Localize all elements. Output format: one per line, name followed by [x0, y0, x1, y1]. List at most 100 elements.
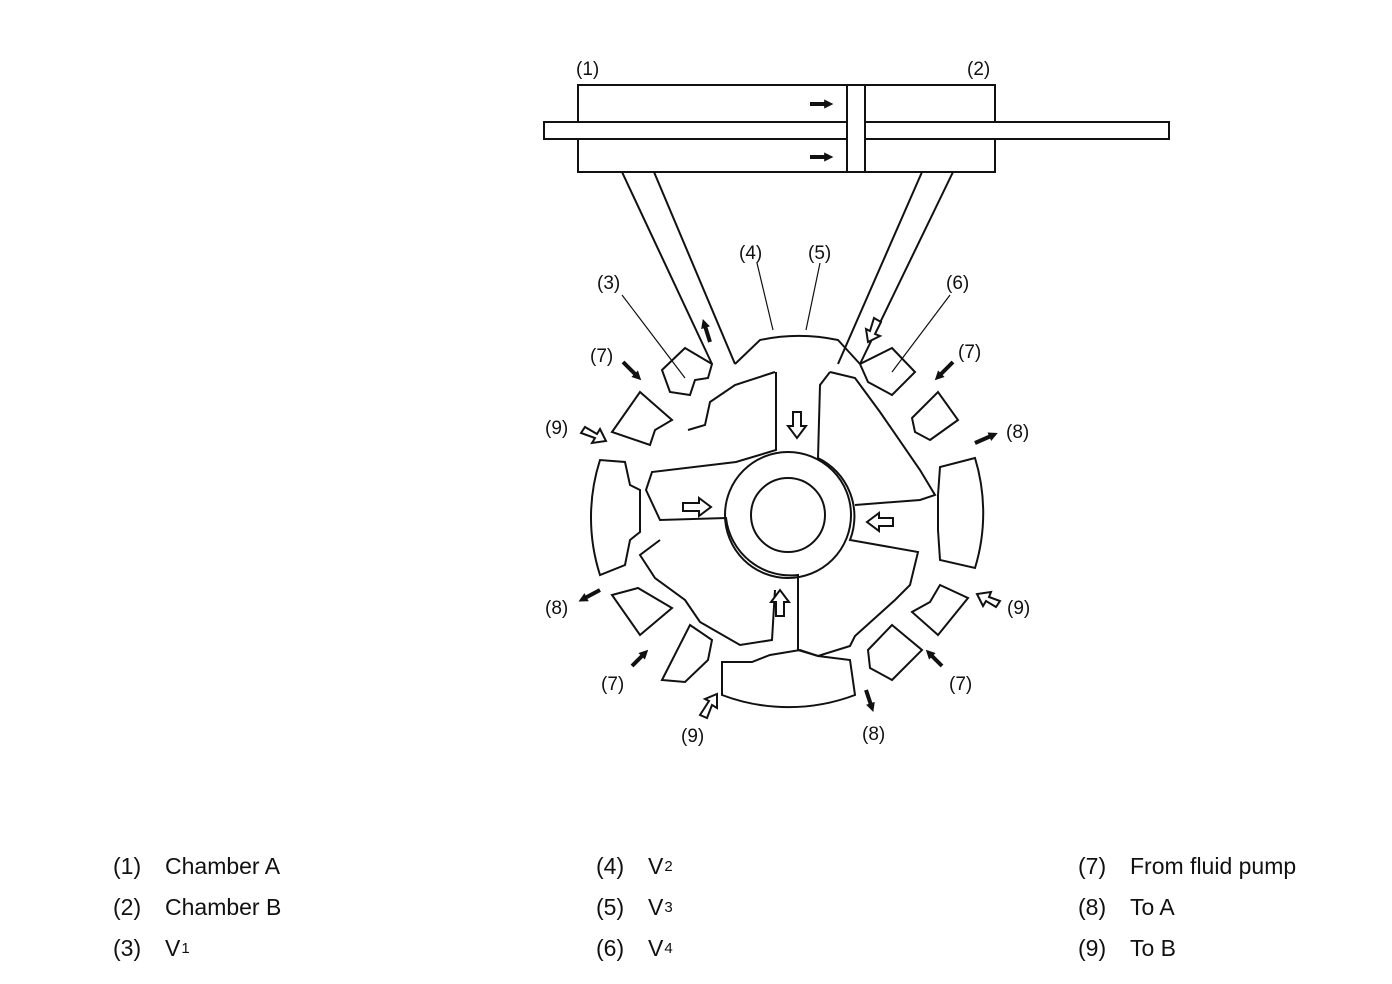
flow-arrow-hollow-icon [698, 692, 718, 720]
rotor-outline [644, 371, 920, 658]
legend-text: V [648, 935, 664, 961]
legend-text: Chamber A [165, 853, 281, 879]
leader-lines [621, 262, 951, 379]
callout-7-ur: (7) [958, 342, 981, 363]
callout-1: (1) [576, 59, 599, 80]
flow-arrow-hollow-icon [786, 411, 808, 440]
legend-item: (9) To B [1078, 928, 1296, 969]
legend-text: Chamber B [165, 894, 282, 920]
callout-labels: (1) (2) (3) (4) (5) (6) (7) (7) (9) (8) … [545, 59, 1030, 747]
flow-arrow-solid-icon [925, 649, 944, 668]
flow-arrow-solid-icon [630, 649, 649, 668]
piston [846, 84, 866, 173]
central-hub [750, 477, 826, 553]
stator-block-ll [610, 586, 674, 637]
hollow-arrows [579, 316, 1002, 720]
legend-subscript: 2 [664, 858, 673, 875]
legend-item: (2) Chamber B [113, 887, 281, 928]
callout-9-r: (9) [1007, 598, 1030, 619]
flow-arrow-hollow-icon [864, 316, 883, 344]
cylinder [543, 84, 1170, 173]
rotor-bore [724, 451, 852, 579]
leader-4 [756, 262, 774, 331]
legend-subscript: 3 [664, 899, 673, 916]
legend-text: V [648, 853, 664, 879]
legend-text: From fluid pump [1130, 853, 1297, 879]
callout-9-l: (9) [545, 418, 568, 439]
callout-7-ul: (7) [590, 346, 613, 367]
leader-6 [891, 294, 951, 373]
rotor-quadrant-ul [687, 371, 776, 431]
stator-arc-top [734, 334, 861, 365]
flow-arrow-solid-icon [934, 360, 955, 381]
stator-block-ur2 [858, 346, 917, 397]
stator-block-ll2 [660, 623, 714, 684]
stator-block-ur [910, 390, 960, 442]
callout-9-b: (9) [681, 726, 704, 747]
callout-7-ll: (7) [601, 674, 624, 695]
callout-7-lr: (7) [949, 674, 972, 695]
callout-8-l: (8) [545, 598, 568, 619]
legend-subscript: 4 [664, 940, 673, 957]
passages [621, 171, 954, 365]
rotor-quadrant-ll [638, 539, 776, 647]
passage-chamber-b [837, 171, 954, 365]
legend-text: To A [1130, 894, 1175, 920]
callout-2: (2) [967, 59, 990, 80]
stator-arc-right [937, 456, 985, 570]
flow-arrow-hollow-icon [975, 590, 1002, 609]
stator-block-ul2 [660, 346, 714, 397]
rotor [638, 371, 937, 658]
flow-arrow-solid-icon [701, 318, 712, 343]
flow-arrow-solid-icon [578, 588, 601, 602]
flow-arrow-hollow-icon [769, 588, 791, 617]
legend-number: (5) [596, 894, 625, 920]
stator-arc-left [590, 458, 641, 577]
flow-arrow-hollow-icon [865, 511, 894, 533]
callout-8-b: (8) [862, 724, 885, 745]
legend-subscript: 1 [181, 940, 190, 957]
flow-arrow-hollow-icon [682, 496, 713, 518]
passage-chamber-a [621, 171, 736, 365]
legend-number: (6) [596, 935, 625, 961]
legend-number: (7) [1078, 853, 1107, 879]
callout-4: (4) [739, 243, 762, 264]
callout-3: (3) [597, 273, 620, 294]
stator-block-ul [610, 390, 674, 447]
legend-number: (1) [113, 853, 142, 879]
callout-6: (6) [946, 273, 969, 294]
valve-housing [590, 334, 985, 709]
legend-number: (8) [1078, 894, 1107, 920]
legend-text: V [165, 935, 181, 961]
legend-number: (2) [113, 894, 142, 920]
leader-5 [805, 262, 821, 331]
flow-arrow-solid-icon [864, 689, 875, 712]
legend-item: (8) To A [1078, 887, 1296, 928]
callout-8-r: (8) [1006, 422, 1029, 443]
stator-block-lr2 [866, 623, 924, 682]
callout-5: (5) [808, 243, 831, 264]
flow-arrow-solid-icon [974, 432, 998, 445]
legend-number: (3) [113, 935, 142, 961]
flow-arrow-solid-icon [621, 360, 642, 381]
legend-item: (1) Chamber A [113, 846, 281, 887]
legend-number: (9) [1078, 935, 1107, 961]
flow-arrow-hollow-icon [579, 425, 608, 445]
rotor-quadrant-ur [829, 371, 937, 506]
stator-arc-bottom [721, 648, 857, 709]
legend-text: To B [1130, 935, 1177, 961]
legend-column-3: (7) From fluid pump (8) To A (9) To B [1078, 846, 1296, 969]
legend-number: (4) [596, 853, 625, 879]
stator-block-lr [910, 583, 970, 637]
legend-item: (7) From fluid pump [1078, 846, 1296, 887]
flow-arrows [578, 99, 998, 712]
legend-text: V [648, 894, 664, 920]
leader-3 [621, 294, 686, 379]
